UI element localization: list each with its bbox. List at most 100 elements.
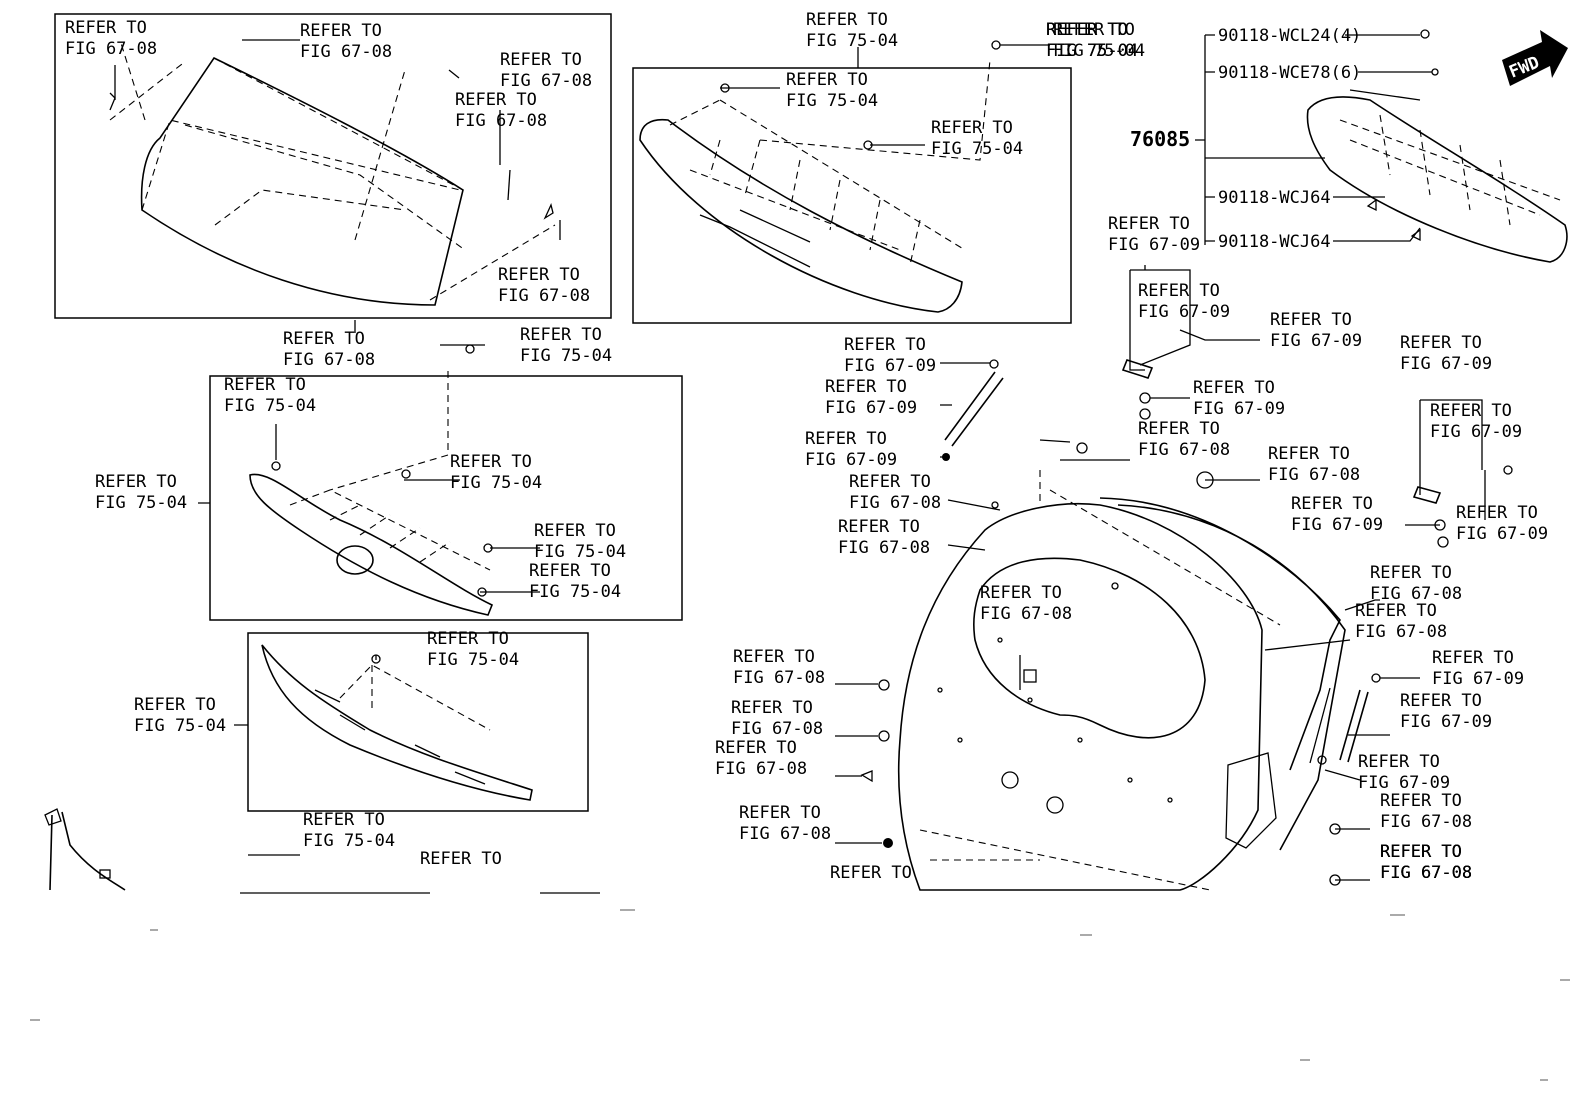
refer-to-text: REFER TO (1355, 601, 1437, 621)
refer-to-text: REFER TO (529, 561, 611, 581)
refer-to-text: REFER TO (825, 377, 907, 397)
fig-number-text: FIG 67-08 (498, 286, 590, 306)
fig-number-text: FIG 67-08 (1380, 812, 1472, 832)
fig-number-text: FIG 67-08 (500, 71, 592, 91)
fig-number-text: FIG 75-04 (806, 31, 898, 51)
refer-to-text: REFER TO (1456, 503, 1538, 523)
refer-to-text: REFER TO (731, 698, 813, 718)
fig-number-text: FIG 67-08 (1370, 584, 1462, 604)
refer-to-text: REFER TO (830, 863, 912, 883)
lower-stay (1317, 673, 1381, 765)
refer-to-text: REFER TO (849, 472, 931, 492)
fig-number-text: FIG 67-08 (838, 538, 930, 558)
refer-to-text: REFER TO (1380, 842, 1462, 862)
fig-number-text: FIG 67-08 (1138, 440, 1230, 460)
part-90118-wcl24: 90118-WCL24(4) (1218, 26, 1361, 46)
fig-number-text: FIG 67-09 (1193, 399, 1285, 419)
fig-number-text: FIG 67-08 (980, 604, 1072, 624)
refer-to-text: REFER TO (715, 738, 797, 758)
fig-number-text: FIG 67-09 (1400, 712, 1492, 732)
lower-garnish (261, 644, 533, 801)
spoiler-garnish (639, 40, 1001, 313)
refer-to-text: REFER TO (806, 10, 888, 30)
fig-number-text: FIG 75-04 (1053, 41, 1145, 61)
fig-number-text: FIG 67-08 (731, 719, 823, 739)
refer-to-text: REFER TO (1430, 401, 1512, 421)
fig-number-text: FIG 67-09 (1430, 422, 1522, 442)
spoiler-garnish-frame (632, 67, 1072, 324)
fig-number-text: FIG 67-08 (715, 759, 807, 779)
back-glass-frame (54, 13, 612, 319)
refer-to-text: REFER TO (134, 695, 216, 715)
refer-to-text: REFER TO (1380, 842, 1462, 862)
refer-to-text: REFER TO (1193, 378, 1275, 398)
fig-number-text: FIG 67-09 (1456, 524, 1548, 544)
back-glass (109, 39, 556, 306)
refer-to-text: REFER TO (1370, 563, 1452, 583)
fig-number-text: FIG 67-08 (1355, 622, 1447, 642)
fig-number-text: FIG 67-09 (1291, 515, 1383, 535)
fig-number-text: FIG 67-08 (739, 824, 831, 844)
damper-stay (942, 359, 1004, 461)
refer-to-text: REFER TO (1432, 648, 1514, 668)
refer-to-text: REFER TO (739, 803, 821, 823)
lower-garnish-frame (247, 632, 589, 812)
quarter-trim-partial (44, 808, 126, 891)
fig-number-text: FIG 67-08 (733, 668, 825, 688)
refer-to-text: REFER TO (1400, 333, 1482, 353)
refer-to-text: REFER TO (838, 517, 920, 537)
part-90118-wcj64-b: 90118-WCJ64 (1218, 232, 1331, 252)
fig-number-text: FIG 67-08 (300, 42, 392, 62)
hinge-right (1412, 399, 1513, 548)
refer-to-text: REFER TO (420, 849, 502, 869)
fig-number-text: FIG 67-09 (1138, 302, 1230, 322)
fig-number-text: FIG 75-04 (529, 582, 621, 602)
fig-number-text: FIG 67-09 (805, 450, 897, 470)
refer-to-text: REFER TO (1380, 842, 1462, 862)
refer-to-text: REFER TO (1380, 791, 1462, 811)
fig-number-text: FIG 67-09 (844, 356, 936, 376)
refer-to-text: REFER TO (1046, 20, 1128, 40)
refer-to-text: REFER TO (303, 810, 385, 830)
refer-to-text: REFER TO (1138, 419, 1220, 439)
refer-to-text: REFER TO (931, 118, 1013, 138)
refer-to-text: REFER TO (733, 647, 815, 667)
refer-to-text: REFER TO (455, 90, 537, 110)
left-bolts (860, 679, 1341, 886)
refer-to-text: REFER TO (1268, 444, 1350, 464)
part-76085: 76085 (1130, 127, 1190, 151)
fig-number-text: FIG 75-04 (520, 346, 612, 366)
refer-to-text: REFER TO (1400, 691, 1482, 711)
